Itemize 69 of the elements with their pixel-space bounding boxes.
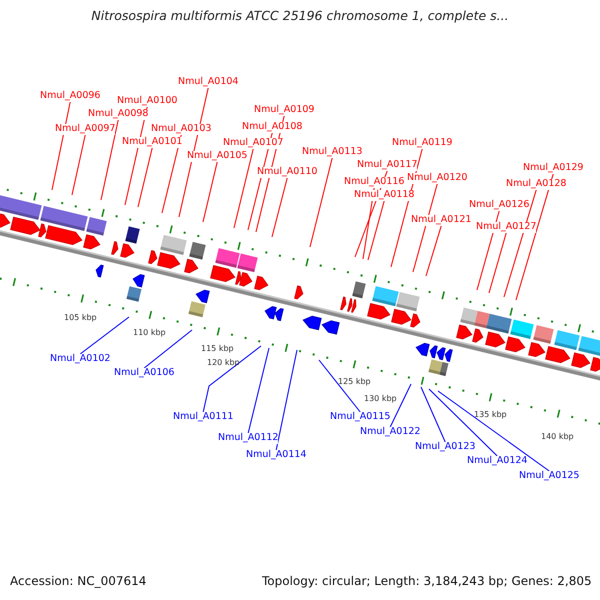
leader-line xyxy=(390,384,412,428)
scale-label: 105 kbp xyxy=(64,313,97,322)
scale-label: 125 kbp xyxy=(338,377,371,386)
gene-label: Nmul_A0101 xyxy=(122,137,182,148)
gene-label: Nmul_A0098 xyxy=(88,109,148,120)
gene-label: Nmul_A0123 xyxy=(415,442,476,453)
gene-label: Nmul_A0118 xyxy=(354,190,414,201)
gene-label: Nmul_A0120 xyxy=(407,173,468,184)
gene-label: Nmul_A0129 xyxy=(523,163,584,174)
leader-line xyxy=(202,161,218,222)
leader-line xyxy=(248,348,270,434)
leader-line xyxy=(420,386,446,442)
gene-label: Nmul_A0116 xyxy=(344,177,404,188)
map-title: Nitrosospira multiformis ATCC 25196 chromosome 1, complete s... xyxy=(90,9,510,24)
gene-label: Nmul_A0108 xyxy=(242,122,302,133)
leader-line xyxy=(310,157,333,248)
leader-line xyxy=(504,189,537,298)
gene-label: Nmul_A0103 xyxy=(151,124,212,135)
leader-line xyxy=(272,177,288,238)
leader-line xyxy=(516,173,554,300)
scale-label: 130 kbp xyxy=(364,394,397,404)
leader-line xyxy=(72,134,86,196)
gene-label: Nmul_A0119 xyxy=(392,138,452,149)
footer-text: Topology: circular; Length: 3,184,243 bp; Genes: 2,805 xyxy=(262,575,592,589)
leader-line xyxy=(488,232,507,294)
leader-line xyxy=(52,101,71,190)
gene-label: Nmul_A0107 xyxy=(223,138,284,149)
leader-line xyxy=(100,119,119,200)
leader-line xyxy=(276,350,298,450)
gene-label: Nmul_A0124 xyxy=(467,456,528,467)
gene-label: Nmul_A0114 xyxy=(246,450,306,461)
leader-line xyxy=(234,148,254,228)
gene-label: Nmul_A0121 xyxy=(411,215,472,226)
gene-label: Nmul_A0105 xyxy=(187,151,248,162)
gene-label: Nmul_A0096 xyxy=(40,91,100,102)
leader-line xyxy=(368,200,385,260)
scale-label: 115 kbp xyxy=(201,344,234,354)
leader-line xyxy=(144,330,192,368)
leader-line xyxy=(412,183,438,272)
gene-label: Nmul_A0126 xyxy=(469,200,530,211)
gene-label: Nmul_A0117 xyxy=(357,160,418,171)
leader-line xyxy=(438,390,550,472)
leader-line xyxy=(428,388,498,456)
footer-text: Accession: NC_007614 xyxy=(10,575,146,589)
scale-label: 140 kbp xyxy=(541,432,574,442)
leader-line xyxy=(318,360,361,412)
leader-line xyxy=(362,187,375,260)
gene-label: Nmul_A0097 xyxy=(55,124,116,135)
leader-line xyxy=(202,346,262,412)
gene-label: Nmul_A0125 xyxy=(519,471,580,482)
gene-label: Nmul_A0113 xyxy=(302,147,362,158)
gene-label: Nmul_A0106 xyxy=(114,368,174,379)
leader-line xyxy=(138,147,153,208)
gene-label: Nmul_A0100 xyxy=(117,96,178,107)
scale-label: 120 kbp xyxy=(207,358,240,368)
gene-label: Nmul_A0111 xyxy=(173,412,234,423)
gene-label: Nmul_A0109 xyxy=(254,105,314,116)
gene-label: Nmul_A0110 xyxy=(257,167,318,178)
leader-line xyxy=(426,225,442,276)
gene-label: Nmul_A0112 xyxy=(218,433,278,444)
leader-line xyxy=(80,316,130,354)
gene-label: Nmul_A0127 xyxy=(476,222,536,233)
gene-label: Nmul_A0115 xyxy=(330,412,390,423)
gene-label: Nmul_A0102 xyxy=(50,354,110,365)
scale-label: 135 kbp xyxy=(474,410,507,420)
gene-label: Nmul_A0128 xyxy=(506,179,566,190)
gene-label: Nmul_A0122 xyxy=(360,427,420,438)
scale-label: 110 kbp xyxy=(133,328,166,338)
gene-label: Nmul_A0104 xyxy=(178,77,238,88)
